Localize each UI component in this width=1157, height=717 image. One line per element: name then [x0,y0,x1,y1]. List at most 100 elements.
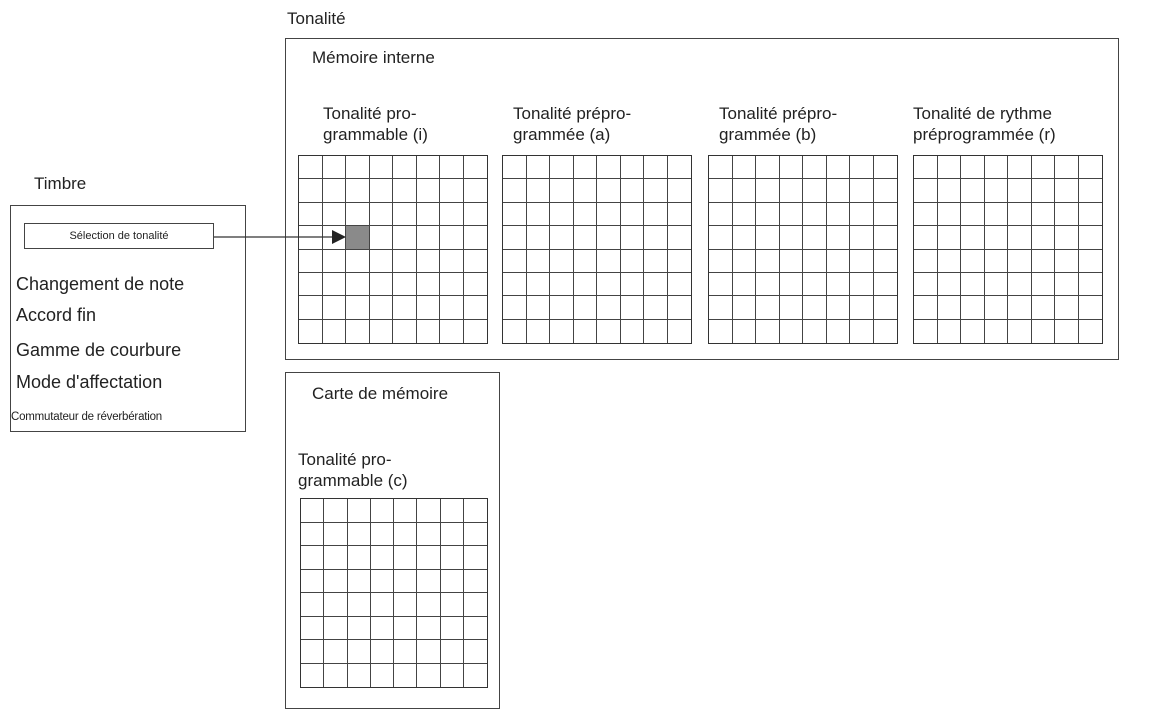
tone-cell [463,156,487,180]
tone-cell [369,272,393,297]
tone-cell [393,226,417,250]
tone-cell [938,319,961,343]
tone-cell [394,522,418,546]
tone-cell [324,546,348,570]
tone-cell [574,319,597,343]
tone-cell [417,546,441,570]
arrow-head-icon [332,230,346,244]
tone-cell [1055,296,1079,320]
tone-cell [1031,296,1055,320]
tone-cell [417,616,441,640]
tone-cell [1055,156,1079,180]
timbre-item-accord-fin: Accord fin [16,305,97,325]
tone-cell [803,179,827,203]
tone-cell [573,156,597,180]
tone-cell [440,640,464,664]
tone-grid-c [300,498,488,688]
tone-cell [620,296,644,320]
timbre-item-commutateur-reverberation: Commutateur de réverbération [11,411,163,423]
tone-cell [503,249,527,273]
tone-cell [1055,226,1079,250]
tone-cell [394,593,418,617]
tone-cell [463,593,487,617]
tone-cell [440,156,464,180]
tone-cell [299,226,323,250]
tone-cell [393,249,417,273]
tone-cell [417,640,441,664]
tone-cell [573,272,597,297]
tone-cell [347,499,371,523]
tone-cell [369,202,393,227]
tone-cell [526,156,550,180]
tone-cell [914,272,938,297]
tone-cell [417,663,441,687]
tone-cell [417,569,441,593]
tone-cell [440,272,464,297]
tone-cell [394,663,418,687]
tone-cell [346,319,370,343]
tone-cell [667,296,691,320]
tone-cell [299,202,323,227]
tone-cell [644,249,668,273]
tone-cell [826,272,850,297]
tone-cell [1008,249,1032,273]
tone-cell [709,272,733,297]
tone-cell [984,156,1008,180]
tone-cell [526,179,550,203]
tone-cell [299,179,323,203]
tone-cell [1031,179,1055,203]
tone-cell [440,179,464,203]
tone-cell [301,569,325,593]
tone-cell [322,226,346,250]
tone-cell [347,593,371,617]
tone-cell [803,319,827,343]
tone-cell [394,616,418,640]
tone-cell [1008,202,1032,227]
tone-cell [961,226,985,250]
tone-cell [394,499,418,523]
tone-cell [644,156,668,180]
tone-cell [850,226,874,250]
tone-cell [850,272,874,297]
tone-cell [324,616,348,640]
tone-cell [756,272,780,297]
tone-cell [416,202,440,227]
tone-cell [347,616,371,640]
tone-cell [937,202,961,227]
tone-cell [322,156,346,180]
tone-cell [1008,319,1032,343]
tone-cell [621,319,644,343]
tone-cell [299,319,323,343]
tone-cell [984,296,1008,320]
tone-cell [733,319,756,343]
tone-cell [756,319,780,343]
tone-cell [873,250,897,273]
tone-cell [1008,179,1032,203]
tone-cell [779,296,803,320]
tone-cell [370,593,394,617]
tone-cell [347,546,371,570]
memoire-interne-title: Mémoire interne [312,48,435,67]
tone-cell [779,156,803,180]
tone-cell [393,179,417,203]
tone-cell [416,179,440,203]
tone-cell [1031,272,1055,297]
tone-cell [348,663,371,687]
tone-cell [573,226,597,250]
tone-cell [850,179,874,203]
tone-cell [873,226,897,250]
tone-cell [984,249,1008,273]
tone-cell [826,202,850,227]
tone-cell [526,272,550,297]
tone-cell [826,179,850,203]
tone-cell [440,569,464,593]
tone-cell [597,319,621,343]
tone-cell [667,179,691,203]
tone-cell [620,249,644,273]
tone-cell [573,249,597,273]
tone-cell [850,202,874,227]
tone-cell [667,156,691,180]
tone-cell [370,319,393,343]
tone-cell [347,569,371,593]
tone-cell [985,319,1008,343]
